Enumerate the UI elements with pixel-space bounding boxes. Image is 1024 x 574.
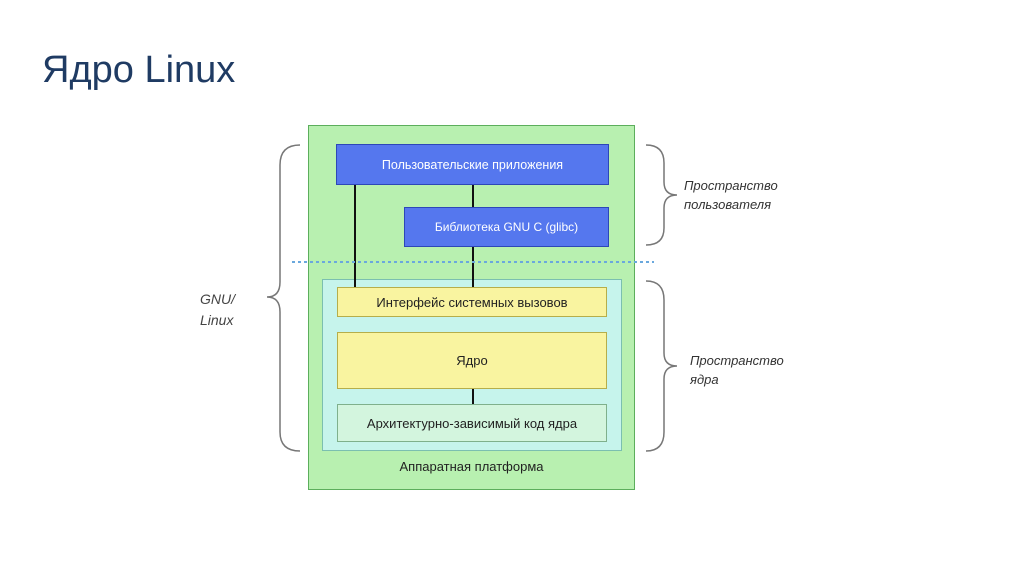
hardware-platform-label: Аппаратная платформа: [399, 459, 544, 474]
page-title: Ядро Linux: [42, 49, 236, 91]
syscall-interface-box: Интерфейс системных вызовов: [337, 287, 607, 317]
kernel-space-brace: [645, 280, 678, 452]
gnu-linux-label-line-1: GNU/: [200, 291, 235, 307]
kernel-space-label: Пространство ядра: [690, 351, 784, 389]
user-space-brace: [645, 144, 678, 246]
kernel-space-label-line-1: Пространство: [690, 353, 784, 368]
glibc-box: Библиотека GNU C (glibc): [404, 207, 609, 247]
gnu-linux-brace: [266, 144, 301, 452]
kernel-space-label-line-2: ядра: [690, 372, 719, 387]
user-space-label-line-1: Пространство: [684, 178, 778, 193]
gnu-linux-label: GNU/ Linux: [200, 289, 235, 331]
user-applications-box: Пользовательские приложения: [336, 144, 609, 185]
user-space-label-line-2: пользователя: [684, 197, 772, 212]
kernel-box: Ядро: [337, 332, 607, 389]
gnu-linux-label-line-2: Linux: [200, 312, 234, 328]
user-space-label: Пространство пользователя: [684, 176, 778, 214]
arch-dependent-code-box: Архитектурно-зависимый код ядра: [337, 404, 607, 442]
